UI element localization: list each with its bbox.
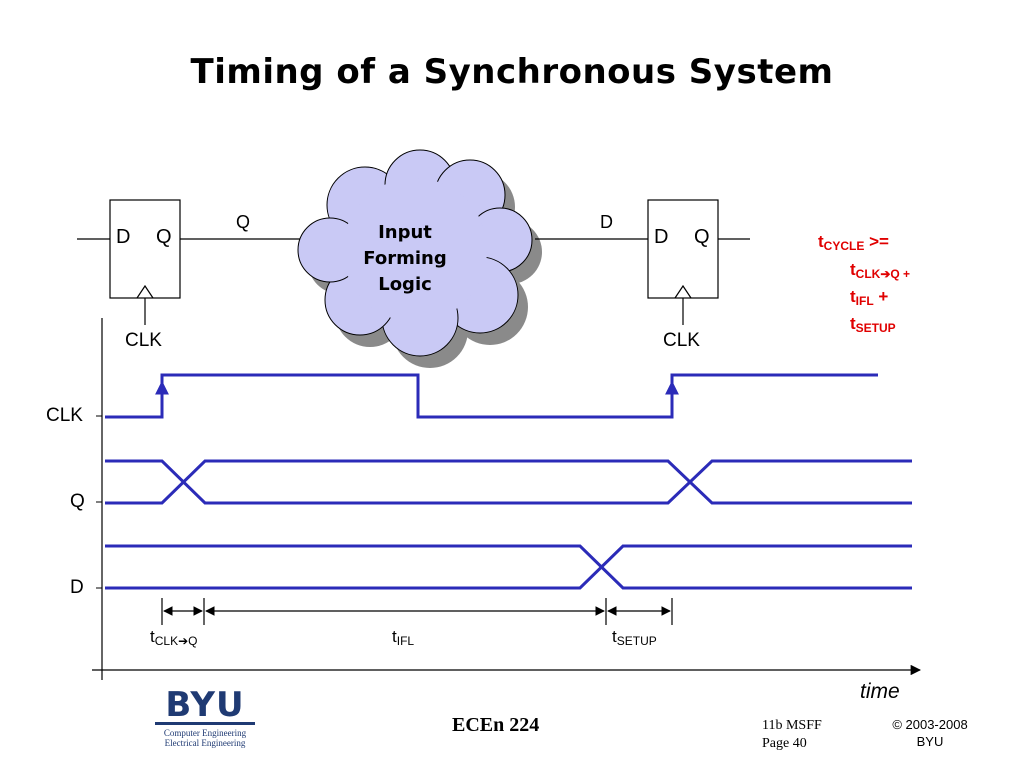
equation-line-4: tSETUP <box>850 314 896 335</box>
equation-line-1: tCYCLE >= <box>818 232 889 253</box>
flip-flop-left <box>77 199 212 325</box>
slide-title: Timing of a Synchronous System <box>190 52 834 92</box>
interval-markers <box>161 598 673 625</box>
slide-info: 11b MSFF Page 40 <box>762 717 822 753</box>
logo-word: BYU <box>155 688 255 725</box>
equation-line-3: tIFL + <box>850 287 889 308</box>
q-waveform <box>105 459 912 505</box>
ff-left-d-label: D <box>116 226 131 248</box>
copyright: © 2003-2008 BYU <box>880 716 980 750</box>
signal-label-clk: CLK <box>46 405 83 426</box>
cloud-label: Input Forming Logic <box>363 222 447 295</box>
signal-label-d: D <box>70 577 84 598</box>
ff-right-q-label: Q <box>694 226 710 248</box>
byu-logo: BYU Computer Engineering Electrical Engi… <box>155 688 255 748</box>
clk-waveform <box>105 373 878 419</box>
interval-label-clk-q: tCLK➔Q <box>150 627 198 648</box>
ff-right-clk-label: CLK <box>663 330 700 351</box>
flip-flop-right <box>647 199 750 325</box>
interval-label-ifl: tIFL <box>392 627 415 648</box>
time-axis-label: time <box>860 680 900 703</box>
logo-line-1: Computer Engineering <box>163 728 247 738</box>
slide-page: Page 40 <box>762 736 807 751</box>
course-name: ECEn 224 <box>452 714 540 736</box>
logo-line-2: Electrical Engineering <box>164 738 246 748</box>
d-wire-label: D <box>600 212 613 232</box>
copyright-years: © 2003-2008 <box>892 717 968 732</box>
ff-left-clk-label: CLK <box>125 330 162 351</box>
equation-line-2: tCLK➔Q + <box>850 260 911 281</box>
interval-label-setup: tSETUP <box>612 627 657 648</box>
ff-right-d-label: D <box>654 226 669 248</box>
d-waveform <box>105 544 912 590</box>
slide-topic: 11b MSFF <box>762 718 822 733</box>
ff-left-q-label: Q <box>156 226 172 248</box>
input-forming-logic-cloud <box>297 149 542 368</box>
q-wire-label: Q <box>236 212 251 232</box>
copyright-owner: BYU <box>916 734 944 749</box>
signal-label-q: Q <box>70 491 85 512</box>
